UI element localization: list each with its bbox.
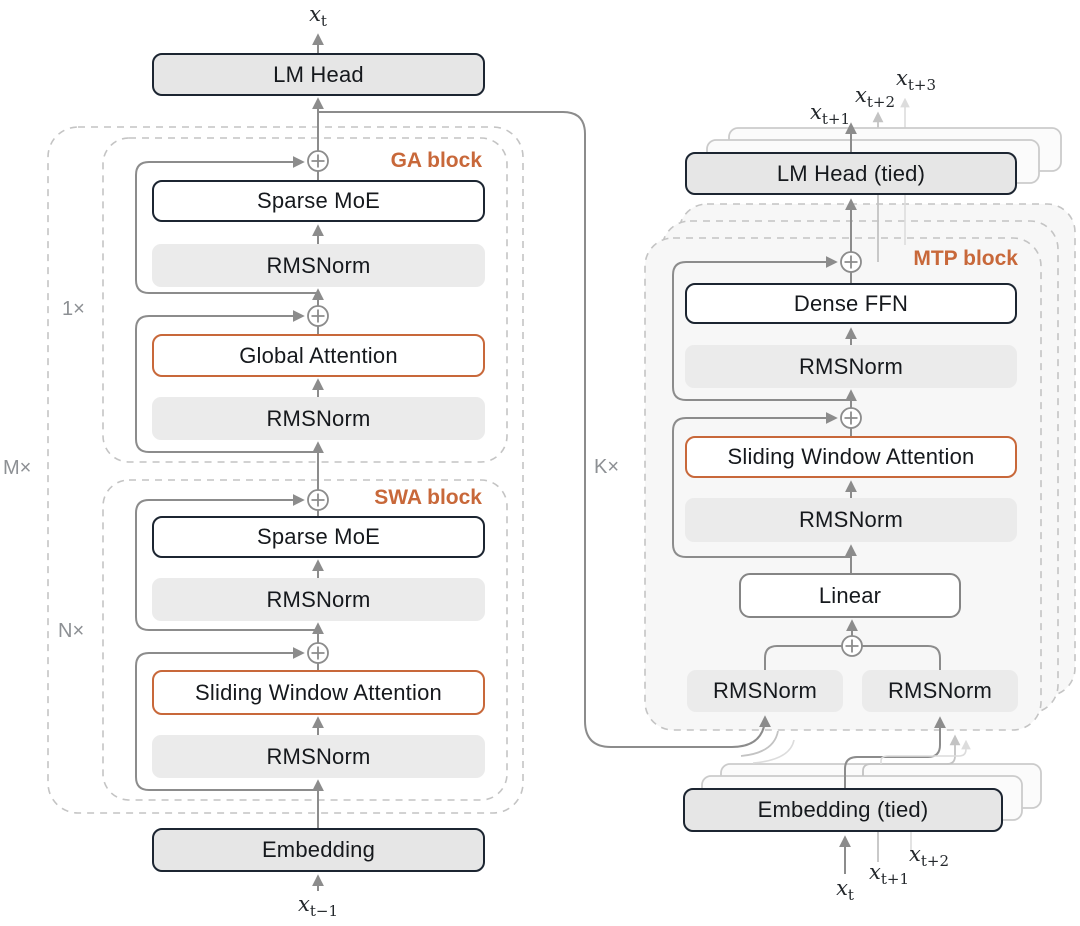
mtp-input-token-3: xt+2	[909, 842, 949, 871]
add-circle-icon	[307, 305, 329, 327]
dense-ffn-box: Dense FFN	[685, 283, 1017, 324]
ga-ffn-residual	[135, 156, 318, 294]
mtp-output-token-1: xt+1	[810, 100, 850, 129]
ga-attn-residual	[135, 310, 318, 453]
ga-rmsnorm2-box: RMSNorm	[152, 397, 485, 440]
concat-circle-icon	[841, 635, 863, 657]
hidden-state-connector-echo-2	[740, 730, 779, 757]
swa-rmsnorm2-box: RMSNorm	[152, 735, 485, 778]
output-token-label: xt	[309, 2, 327, 31]
swa-repeat-label: N×	[58, 620, 85, 642]
mtp-sliding-window-attention-box: Sliding Window Attention	[685, 436, 1017, 478]
mtp-rmsnorm-left-box: RMSNorm	[687, 670, 843, 712]
swa-block-dashed-box	[102, 479, 508, 801]
swa-sparse-moe-box: Sparse MoE	[152, 516, 485, 558]
add-circle-icon	[840, 251, 862, 273]
swa-attn-residual	[135, 647, 318, 791]
mtp-ffn-residual	[672, 256, 851, 401]
mtp-output-token-2: xt+2	[855, 83, 895, 112]
add-circle-icon	[840, 407, 862, 429]
ga-rmsnorm1-box: RMSNorm	[152, 244, 485, 287]
embedding-tied-box: Embedding (tied)	[683, 788, 1003, 832]
add-circle-icon	[307, 489, 329, 511]
mtp-block-label: MTP block	[913, 247, 1018, 270]
swa-rmsnorm1-box: RMSNorm	[152, 578, 485, 621]
hidden-state-connector-echo-3	[752, 739, 795, 764]
mtp-output-token-3: xt+3	[896, 66, 936, 95]
mtp-input-token-2: xt+1	[869, 860, 909, 889]
mtp-repeat-label: K×	[594, 456, 620, 478]
lm-head-tied-box: LM Head (tied)	[685, 152, 1017, 195]
swa-ffn-residual	[135, 494, 318, 631]
ga-block-label: GA block	[390, 149, 482, 172]
embedding-to-norm-echo-2	[862, 734, 961, 776]
embedding-to-norm-right	[844, 716, 946, 788]
embedding-box: Embedding	[152, 828, 485, 872]
concat-fork-left	[764, 645, 843, 672]
outer-repeat-dashed-box	[47, 126, 524, 814]
lm-head-box: LM Head	[152, 53, 485, 96]
swa-block-label: SWA block	[374, 486, 482, 509]
mtp-rmsnorm1-box: RMSNorm	[685, 345, 1017, 388]
concat-fork-right	[861, 645, 941, 672]
input-token-label: xt−1	[298, 892, 338, 921]
ga-sparse-moe-box: Sparse MoE	[152, 180, 485, 222]
ga-repeat-label: 1×	[62, 298, 85, 320]
ga-block-dashed-box	[102, 137, 508, 463]
global-attention-box: Global Attention	[152, 334, 485, 377]
linear-box: Linear	[739, 573, 961, 618]
hidden-state-connector	[318, 111, 771, 748]
embedding-to-norm-echo-3	[880, 739, 971, 764]
mtp-rmsnorm-right-box: RMSNorm	[862, 670, 1018, 712]
mtp-rmsnorm2-box: RMSNorm	[685, 498, 1017, 542]
add-circle-icon	[307, 642, 329, 664]
mtp-input-token-1: xt	[836, 876, 854, 905]
mtp-attn-residual	[672, 412, 851, 558]
outer-repeat-label: M×	[3, 457, 32, 479]
sliding-window-attention-box: Sliding Window Attention	[152, 670, 485, 715]
add-circle-icon	[307, 150, 329, 172]
